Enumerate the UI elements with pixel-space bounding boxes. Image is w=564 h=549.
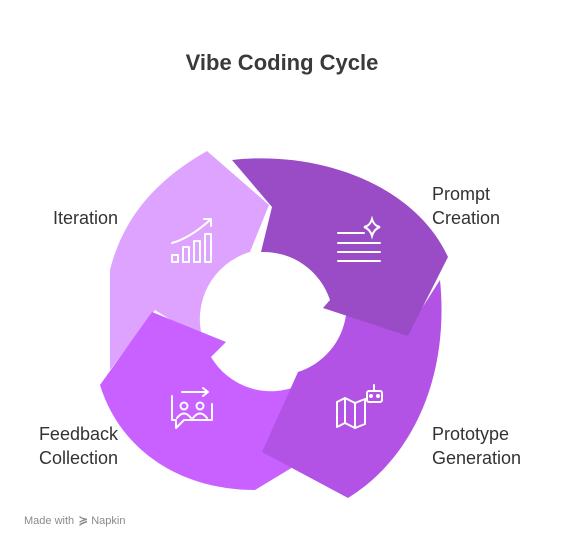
cycle-arrow-prototype [262, 280, 442, 498]
step-label-prompt-creation: Prompt Creation [432, 184, 501, 228]
step-label-feedback-collection: Feedback Collection [38, 424, 118, 468]
footer-brand: Napkin [91, 515, 126, 527]
footer-prefix: Made with [24, 515, 75, 527]
people-exchange-icon [171, 387, 213, 429]
step-label-iteration: Iteration [52, 208, 118, 228]
growth-chart-icon [171, 218, 212, 263]
napkin-logo-icon: ≽ [78, 513, 89, 527]
step-label-prototype-generation: Prototype Generation [432, 424, 522, 468]
cycle-arrow-prompt [232, 158, 448, 336]
map-robot-icon [336, 384, 383, 429]
footer-attribution: Made with≽Napkin [24, 513, 125, 527]
sparkle-text-icon [337, 215, 381, 262]
diagram-title: Vibe Coding Cycle [185, 50, 379, 75]
